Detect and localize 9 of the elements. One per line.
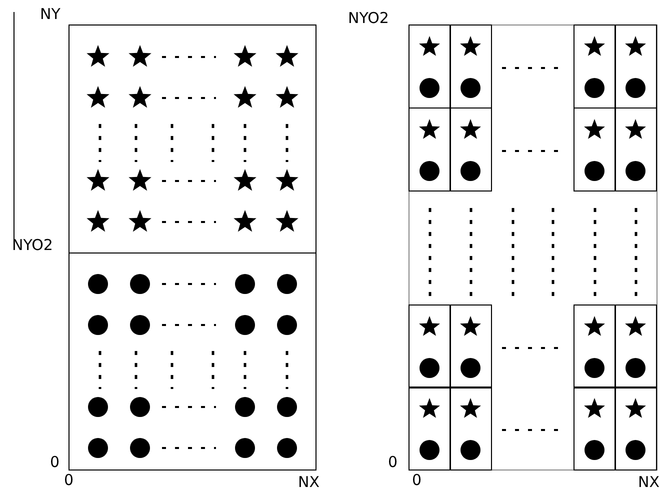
axis-label: 0 — [388, 454, 398, 471]
axis-label: 0 — [412, 472, 422, 489]
axis-label: NX — [298, 474, 320, 491]
axis-label: NYO2 — [12, 237, 53, 254]
axis-label: NY — [40, 6, 60, 23]
axis-label: NX — [638, 474, 660, 491]
axis-label: 0 — [50, 454, 60, 471]
axis-label: 0 — [64, 472, 74, 489]
axis-label: NYO2 — [348, 10, 389, 27]
